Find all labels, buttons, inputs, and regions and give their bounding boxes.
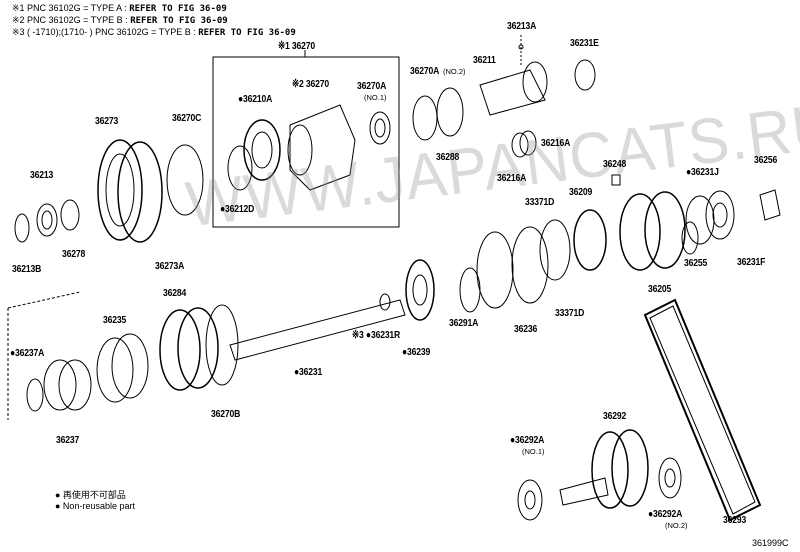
part-sublabel: (NO.2) bbox=[443, 67, 466, 76]
part-label[interactable]: 36270A bbox=[357, 80, 387, 92]
part-label[interactable]: 36231E bbox=[570, 37, 599, 49]
legend-jp: ● 再使用不可部品 bbox=[55, 490, 126, 500]
part-label[interactable]: 36292 bbox=[603, 410, 627, 422]
part-label[interactable]: ※3 ●36231R bbox=[352, 329, 401, 341]
part-label[interactable]: ●36231 bbox=[294, 366, 323, 378]
part-label[interactable]: 36205 bbox=[648, 283, 672, 295]
part-label[interactable]: 36216A bbox=[541, 137, 571, 149]
part-sublabel: (NO.1) bbox=[364, 93, 387, 102]
part-label[interactable]: 36273 bbox=[95, 115, 119, 127]
part-sublabel: (NO.1) bbox=[522, 447, 545, 456]
part-label[interactable]: 33371D bbox=[555, 307, 585, 319]
part-label[interactable]: 36231F bbox=[737, 256, 766, 268]
snap-ring-36213B bbox=[14, 213, 30, 243]
figure-code: 361999C bbox=[752, 538, 789, 548]
part-label[interactable]: 36278 bbox=[62, 248, 86, 260]
part-label[interactable]: 36235 bbox=[103, 314, 127, 326]
note-ref: REFER TO FIG 36-09 bbox=[130, 16, 228, 26]
part-label[interactable]: ●36292A bbox=[648, 508, 683, 520]
note-text: ※2 PNC 36102G = TYPE B : bbox=[12, 15, 131, 25]
note-text: ※3 ( -1710);(1710- ) PNC 36102G = TYPE B… bbox=[12, 27, 199, 37]
part-label[interactable]: 36209 bbox=[569, 186, 593, 198]
part-label[interactable]: 36213 bbox=[30, 169, 54, 181]
part-label[interactable]: 36256 bbox=[754, 154, 778, 166]
part-label[interactable]: 36255 bbox=[684, 257, 708, 269]
part-label[interactable]: 36211 bbox=[473, 54, 496, 66]
note-2: ※2 PNC 36102G = TYPE B : REFER TO FIG 36… bbox=[12, 15, 228, 26]
note-ref: REFER TO FIG 36-09 bbox=[198, 28, 296, 38]
part-label[interactable]: 36213B bbox=[12, 263, 42, 275]
note-1: ※1 PNC 36102G = TYPE A : REFER TO FIG 36… bbox=[12, 3, 227, 14]
part-label[interactable]: 36288 bbox=[436, 151, 460, 163]
note-ref: REFER TO FIG 36-09 bbox=[129, 4, 227, 14]
part-label[interactable]: ●36239 bbox=[402, 346, 431, 358]
part-label[interactable]: 36284 bbox=[163, 287, 187, 299]
assembly-box bbox=[212, 56, 400, 228]
part-label[interactable]: ●36292A bbox=[510, 434, 545, 446]
part-label[interactable]: 33371D bbox=[525, 196, 555, 208]
part-label[interactable]: 36236 bbox=[514, 323, 538, 335]
part-sublabel: (NO.2) bbox=[665, 521, 688, 530]
part-label[interactable]: 36293 bbox=[723, 514, 747, 526]
part-label[interactable]: ※2 36270 bbox=[292, 78, 330, 90]
part-label[interactable]: ●36237A bbox=[10, 347, 45, 359]
part-label[interactable]: 36216A bbox=[497, 172, 527, 184]
part-label[interactable]: 36291A bbox=[449, 317, 479, 329]
part-label[interactable]: 36213A bbox=[507, 20, 537, 32]
part-label[interactable]: ●36231J bbox=[686, 166, 719, 178]
part-label[interactable]: 36273A bbox=[155, 260, 185, 272]
note-3: ※3 ( -1710);(1710- ) PNC 36102G = TYPE B… bbox=[12, 27, 296, 38]
legend-en: ● Non-reusable part bbox=[55, 501, 135, 511]
part-label[interactable]: ●36212D bbox=[220, 203, 255, 215]
part-label[interactable]: 36237 bbox=[56, 434, 80, 446]
part-label[interactable]: 36270C bbox=[172, 112, 202, 124]
note-text: ※1 PNC 36102G = TYPE A : bbox=[12, 3, 130, 13]
part-label[interactable]: 36270B bbox=[211, 408, 241, 420]
part-label[interactable]: 36248 bbox=[603, 158, 627, 170]
part-label[interactable]: ●36210A bbox=[238, 93, 273, 105]
part-label[interactable]: ※1 36270 bbox=[278, 40, 316, 52]
part-label[interactable]: 36270A bbox=[410, 65, 440, 77]
